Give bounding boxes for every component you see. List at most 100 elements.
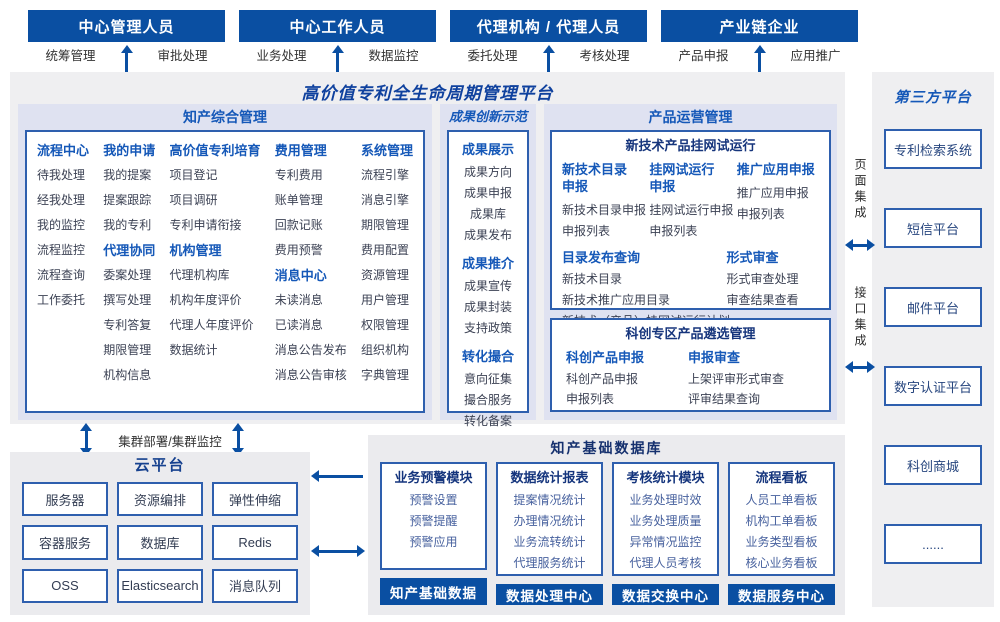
database-module: 流程看板 人员工单看板机构工单看板业务类型看板核心业务看板 数据服务中心 [728,462,835,605]
arrow-line [125,51,128,77]
arrow-line [851,243,869,247]
actor-group: 中心工作人员 业务处理 数据监控 [239,10,436,83]
actor-group: 产业链企业 产品申报 应用推广 [661,10,858,83]
menu-item: 机构信息 [103,368,152,382]
ip-column-2: 我的申请 我的提案提案跟踪我的专利 代理协同 委案处理撰写处理专利答复期限管理机… [103,138,155,405]
menu-item: 业务类型看板 [745,535,818,549]
module-items: 未读消息已读消息消息公告发布消息公告审核 [275,288,347,388]
module-group-header: 目录发布查询 [562,250,641,265]
menu-item: 项目登记 [169,168,218,182]
module-group-header: 挂网试运行 申报 [649,162,715,194]
menu-item: 权限管理 [360,318,409,332]
third-party-list: 专利检索系统短信平台邮件平台数字认证平台科创商城...... [872,129,994,564]
menu-item: 新技术目录申报 [562,203,647,217]
module-items: 我的提案提案跟踪我的专利 [103,163,155,238]
module-group-header: 高价值专利培育 [169,143,261,158]
menu-item: 新技术推广应用目录 [562,293,671,307]
menu-item: 申报列表 [736,207,785,221]
cloud-service-box: Redis [212,525,298,560]
module-items: 业务处理时效业务处理质量异常情况监控代理人员考核 [614,490,717,574]
selection-groups-row: 科创产品申报 科创产品申报申报列表 申报审查 上架评审形式审查评审结果查询 [552,345,829,409]
cloud-platform-title: 云平台 [134,457,186,474]
actor-title-bar: 产业链企业 [661,10,858,42]
menu-item: 消息引擎 [360,193,409,207]
menu-item: 用户管理 [360,293,409,307]
actor-capability-left: 业务处理 [256,48,307,63]
cloud-service-box: 容器服务 [22,525,108,560]
actor-capability-right: 审批处理 [157,48,208,63]
module-group-header: 转化撮合 [461,349,514,364]
module-group-header: 成果展示 [461,142,514,157]
menu-item: 人员工单看板 [745,493,818,507]
menu-item: 业务处理质量 [629,514,702,528]
module-group: 挂网试运行 申报 挂网试运行申报申报列表 [649,159,733,242]
menu-item: 预警提醒 [409,514,458,528]
menu-item: 科创产品申报 [566,372,639,386]
cloud-service-box: 弹性伸缩 [212,482,298,517]
menu-item: 我的监控 [37,218,86,232]
module-items: 流程引擎消息引擎期限管理费用配置资源管理用户管理权限管理组织机构字典管理 [361,163,413,388]
menu-item: 我的专利 [103,218,152,232]
actor-capability-right: 应用推广 [790,48,841,63]
menu-item: 资源管理 [360,268,409,282]
actor-capabilities: 统筹管理 审批处理 [28,42,225,66]
actor-capability-right: 考核处理 [579,48,630,63]
section-product-operation: 产品运营管理 新技术产品挂网试运行 新技术目录 申报 新技术目录申报申报列表 [544,104,837,420]
menu-item: 经我处理 [37,193,86,207]
actor-title-bar: 中心工作人员 [239,10,436,42]
module-items: 意向征集撮合服务转化备案 [449,369,527,432]
module-group: 高价值专利培育 项目登记项目调研专利申请衔接 [169,138,260,238]
database-module: 考核统计模块 业务处理时效业务处理质量异常情况监控代理人员考核 数据交换中心 [612,462,719,605]
menu-item: 提案跟踪 [103,193,152,207]
menu-item: 支持政策 [463,321,512,335]
data-center-bar: 知产基础数据 [380,578,487,605]
menu-item: 代理人年度评价 [169,318,254,332]
module-group: 转化撮合 意向征集撮合服务转化备案 [449,344,527,432]
module-box: 考核统计模块 业务处理时效业务处理质量异常情况监控代理人员考核 [612,462,719,576]
arrow-line [317,549,359,553]
arrow-line [236,429,240,450]
menu-item: 新技术目录 [562,272,623,286]
third-party-system-box: 专利检索系统 [884,129,982,169]
selection-title: 科创专区产品遴选管理 [625,326,756,341]
menu-item: 申报列表 [562,224,611,238]
menu-item: 业务流转统计 [513,535,586,549]
module-items: 挂网试运行申报申报列表 [649,200,733,242]
module-group-header: 流程看板 [755,470,808,485]
cloud-service-box: 消息队列 [212,568,298,603]
module-box: 流程看板 人员工单看板机构工单看板业务类型看板核心业务看板 [728,462,835,576]
menu-item: 委案处理 [103,268,152,282]
module-group: 成果推介 成果宣传成果封装支持政策 [449,251,527,339]
section-title: 成果创新示范 [448,109,527,124]
menu-item: 异常情况监控 [629,535,702,549]
module-items: 专利费用账单管理回款记账费用预警 [275,163,347,263]
module-box: 数据统计报表 提案情况统计办理情况统计业务流转统计代理服务统计 [496,462,603,576]
ip-column-5: 系统管理 流程引擎消息引擎期限管理费用配置资源管理用户管理权限管理组织机构字典管… [361,138,413,405]
arrow-line [84,429,88,450]
formal-review-group: 形式审查 形式审查处理审查结果查看 [726,246,819,332]
section-ip-management: 知产综合管理 流程中心 待我处理经我处理我的监控流程监控流程查询工作委托 [18,104,432,420]
menu-item: 消息公告审核 [274,368,347,382]
module-items: 新技术目录申报申报列表 [562,200,647,242]
module-group-header: 考核统计模块 [626,470,705,485]
module-items: 人员工单看板机构工单看板业务类型看板核心业务看板 [730,490,833,574]
menu-item: 申报列表 [566,392,615,406]
module-items: 代理机构库机构年度评价代理人年度评价数据统计 [169,263,260,363]
third-party-system-box: ...... [884,524,982,564]
module-group: 科创产品申报 科创产品申报申报列表 [566,346,644,409]
cloud-service-box: 资源编排 [117,482,203,517]
apply-groups-row: 新技术目录 申报 新技术目录申报申报列表 挂网试运行 申报 挂网试运行申报申报列… [552,157,829,242]
section-title: 产品运营管理 [648,109,733,125]
menu-item: 流程查询 [37,268,86,282]
actor-title-bar: 中心管理人员 [28,10,225,42]
trial-bottom-row: 目录发布查询 新技术目录新技术推广应用目录新技术（产品）挂网试运行计划 形式审查… [552,242,829,332]
menu-item: 未读消息 [274,293,323,307]
data-center-bar: 数据处理中心 [496,584,603,605]
menu-item: 撰写处理 [103,293,152,307]
arrow-line [758,51,761,77]
third-party-title: 第三方平台 [894,90,972,106]
menu-item: 代理人员考核 [629,556,702,570]
